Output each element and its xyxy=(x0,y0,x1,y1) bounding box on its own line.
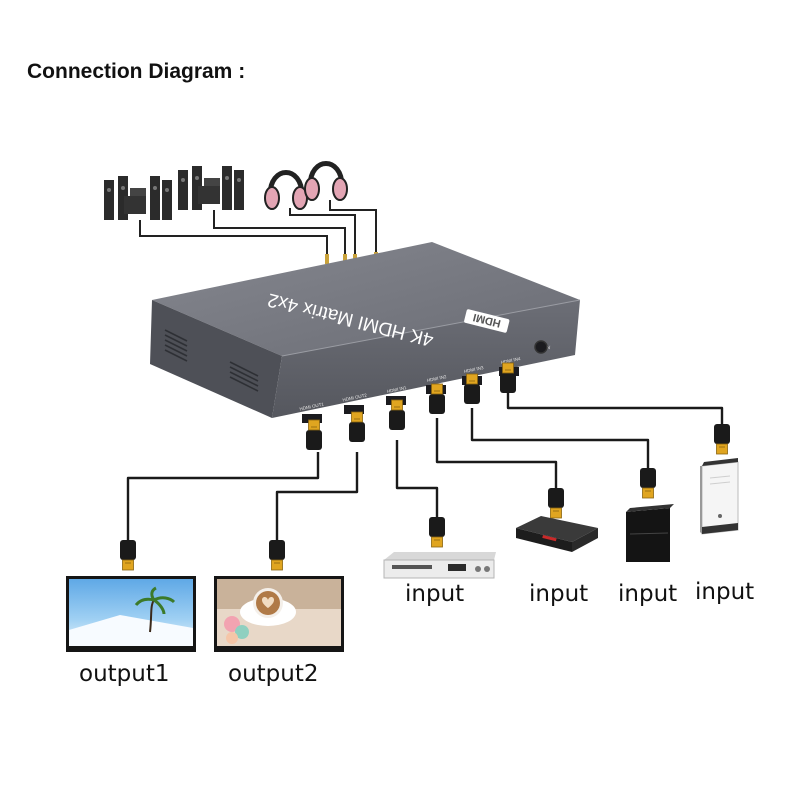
hdmi-matrix-device: 4K HDMI Matrix 4x2 HDMI HDMI OUT1 HDMI O… xyxy=(150,242,581,423)
input-label-2: input xyxy=(529,581,589,607)
hdmi-plug-icon xyxy=(713,423,731,455)
hdmi-plug-icon xyxy=(428,383,446,415)
input-label-3: input xyxy=(618,581,678,607)
audio-cables xyxy=(139,200,377,256)
port-label-in4: HDMI IN4 xyxy=(501,356,522,365)
pc-tower-icon xyxy=(700,458,739,535)
hdmi-plug-icon xyxy=(499,362,517,394)
game-console-icon xyxy=(626,504,674,562)
output-label-1: output1 xyxy=(79,661,170,687)
diagram-title: Connection Diagram : xyxy=(27,60,246,83)
hdmi-plug-icon xyxy=(639,467,657,499)
hdmi-plug-icon xyxy=(388,399,406,431)
hdmi-cables xyxy=(126,392,724,540)
dvd-player-icon xyxy=(383,552,496,579)
set-top-box-icon xyxy=(516,516,598,552)
port-label-in2: HDMI IN2 xyxy=(427,374,448,383)
port-label-out1: HDMI OUT1 xyxy=(299,401,325,411)
hdmi-plug-icon xyxy=(119,539,137,571)
input-label-1: input xyxy=(405,581,465,607)
speaker-set-icon xyxy=(178,166,244,210)
output-label-2: output2 xyxy=(228,661,319,687)
hdmi-plug-icon xyxy=(305,419,323,451)
hdmi-plug-icon xyxy=(348,411,366,443)
speaker-set-icon xyxy=(104,176,172,220)
dc-power-jack xyxy=(534,340,548,354)
port-label-in1: HDMI IN1 xyxy=(387,385,408,394)
port-label-in3: HDMI IN3 xyxy=(464,365,485,374)
hdmi-plug-icon xyxy=(268,539,286,571)
headphones-icon xyxy=(304,161,348,201)
hdmi-plug-icon xyxy=(463,373,481,405)
tv-icon xyxy=(66,576,196,652)
hdmi-plug-icon xyxy=(547,487,565,519)
headphones-icon xyxy=(264,170,308,210)
port-label-out2: HDMI OUT2 xyxy=(342,392,368,402)
tv-icon xyxy=(214,576,344,652)
hdmi-plug-icon xyxy=(428,516,446,548)
input-label-4: input xyxy=(695,579,755,605)
